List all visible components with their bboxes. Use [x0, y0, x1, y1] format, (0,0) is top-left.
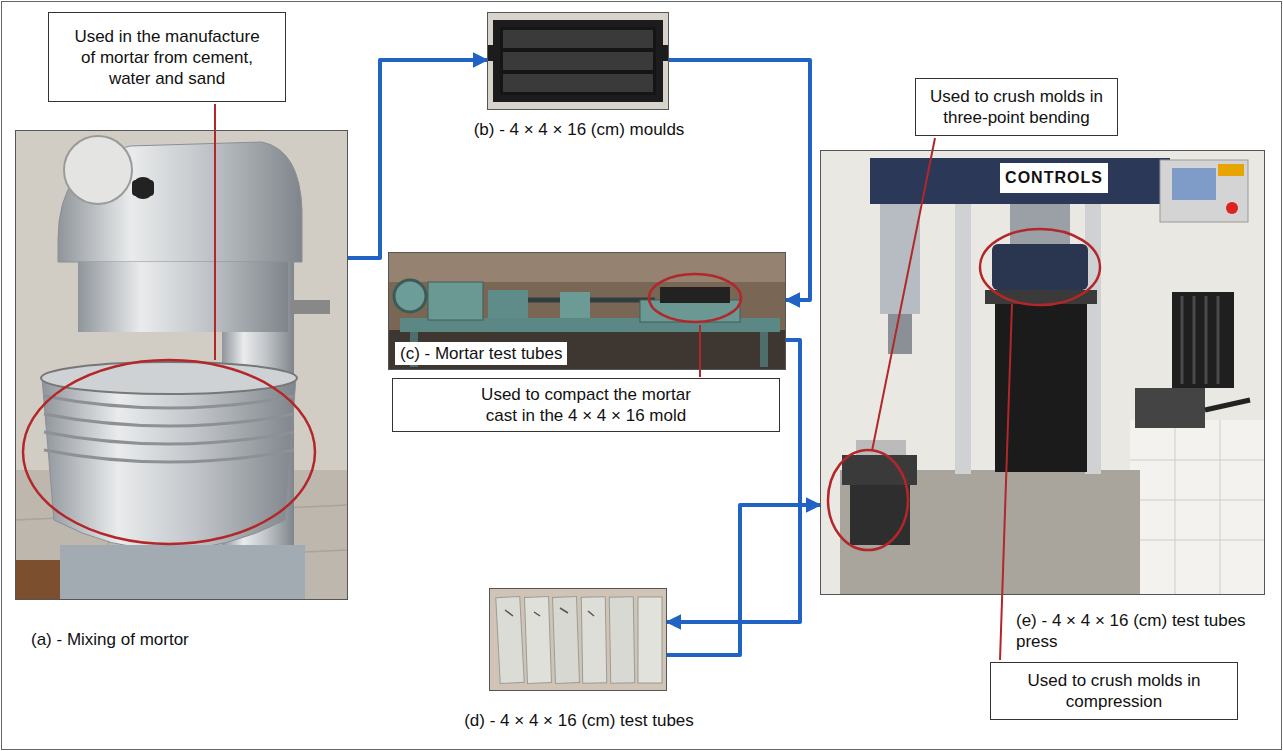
- callout-box: Used in the manufacture of mortar from c…: [48, 12, 286, 102]
- press-photo-part: [1205, 400, 1250, 410]
- press-photo-part: [850, 485, 910, 545]
- press-photo-part: [1130, 420, 1265, 595]
- test-specimens-photo-part: [525, 597, 552, 684]
- mixer-photo-part-part: [44, 396, 294, 408]
- press-photo-part: [1010, 204, 1070, 244]
- highlight-ellipse: [23, 360, 315, 544]
- press-photo: [820, 150, 1265, 595]
- press-photo-part: [955, 204, 971, 474]
- mould-photo-part: [487, 12, 669, 110]
- press-photo-part: [1172, 168, 1216, 200]
- photo-panel: (c) - Mortar test tubes: [388, 252, 786, 370]
- press-photo-part: [840, 470, 1140, 595]
- highlight-ellipse: [828, 450, 908, 550]
- mixer-photo-part: [44, 396, 294, 462]
- flow-arrow: [348, 60, 487, 258]
- press-photo-part: [1172, 292, 1234, 388]
- mixer-photo-part: [15, 130, 348, 600]
- compaction-machine-photo-part: [428, 282, 483, 320]
- mixer-photo-part-part: [44, 450, 294, 462]
- compaction-machine-photo-part: [388, 330, 786, 370]
- callout-box: Used to crush molds in compression: [990, 662, 1238, 720]
- leader-line: [1000, 304, 1012, 660]
- leader-line: [872, 138, 935, 451]
- photo-panel: (d) - 4 × 4 × 16 (cm) test tubes: [489, 588, 667, 691]
- compaction-machine-photo-part: [760, 332, 768, 367]
- compaction-machine-photo-part: [388, 252, 786, 282]
- press-photo-part: [1226, 202, 1238, 214]
- photo-caption: (e) - 4 × 4 × 16 (cm) test tubes press: [1016, 610, 1266, 652]
- photo-panel: (b) - 4 × 4 × 16 (cm) moulds: [487, 12, 669, 110]
- photo-caption: (b) - 4 × 4 × 16 (cm) moulds: [474, 119, 685, 140]
- test-specimens-photo-part: [496, 596, 524, 683]
- press-photo-part: [870, 158, 1170, 204]
- callout-text: Used to crush molds in compression: [1001, 670, 1227, 712]
- mould-photo-part: [503, 30, 653, 48]
- photo-caption: (a) - Mixing of mortor: [31, 629, 189, 650]
- mould-photo-part: [503, 52, 653, 70]
- press-photo-part: [820, 150, 1265, 595]
- callout-text: Used in the manufacture of mortar from c…: [71, 26, 263, 89]
- photo-caption: (c) - Mortar test tubes: [395, 342, 567, 365]
- callout-box: Used to compact the mortar cast in the 4…: [392, 378, 780, 432]
- test-specimens-photo-part: [581, 597, 606, 683]
- highlight-ellipse: [649, 274, 741, 322]
- mould-photo-part: [487, 45, 495, 61]
- test-specimens-photo-part: [553, 597, 580, 684]
- compaction-machine-photo-part: [388, 252, 786, 370]
- leader-line: [214, 104, 216, 360]
- mixer-photo: [15, 130, 348, 600]
- photo-caption: (d) - 4 × 4 × 16 (cm) test tubes: [464, 710, 694, 731]
- press-photo-part: [1182, 296, 1218, 384]
- mould-photo: [487, 12, 669, 110]
- mixer-photo-part-part: [44, 414, 294, 426]
- test-specimens-photo-part: [505, 608, 594, 616]
- mould-photo-part: [493, 20, 663, 102]
- mixer-photo-part: [64, 136, 132, 204]
- press-photo-part: [1130, 420, 1265, 595]
- mould-photo-part: [500, 27, 656, 95]
- compaction-machine-photo-part: [488, 290, 528, 318]
- photo-panel: (e) - 4 × 4 × 16 (cm) test tubes press: [820, 150, 1265, 595]
- compaction-machine-photo: [388, 252, 786, 370]
- compaction-machine-photo-part: [560, 292, 590, 318]
- callout-box: Used to crush molds in three-point bendi…: [915, 78, 1118, 136]
- press-photo-part: [880, 204, 920, 314]
- test-specimens-photo-part: [638, 597, 662, 683]
- flow-arrow: [669, 60, 810, 300]
- press-photo-part: [888, 314, 912, 354]
- mixer-photo-part: [290, 300, 330, 314]
- press-photo-part: [1160, 160, 1248, 222]
- press-photo-part: [992, 244, 1088, 290]
- mixer-photo-part: [60, 545, 305, 600]
- mixer-photo-part-part: [44, 432, 294, 444]
- mixer-photo-part: [78, 262, 288, 332]
- photo-panel: (a) - Mixing of mortor: [15, 130, 348, 600]
- flow-arrow: [667, 505, 820, 655]
- test-specimens-photo: [489, 588, 667, 691]
- compaction-machine-photo-part: [394, 280, 426, 312]
- highlight-ellipse: [980, 229, 1100, 305]
- brand-label: CONTROLS: [1000, 163, 1108, 193]
- mould-photo-part: [661, 45, 669, 61]
- press-photo-part: [1218, 164, 1244, 176]
- compaction-machine-photo-part: [528, 298, 655, 303]
- press-photo-part: [1000, 163, 1108, 193]
- callout-text: Used to compact the mortar cast in the 4…: [472, 384, 700, 426]
- test-specimens-photo-part: [489, 588, 667, 691]
- compaction-machine-photo-part: [660, 287, 730, 303]
- press-photo-part: [1135, 388, 1205, 428]
- test-specimens-photo-part: [609, 597, 634, 683]
- callout-text: Used to crush molds in three-point bendi…: [926, 86, 1107, 128]
- mould-photo-part: [503, 74, 653, 92]
- mixer-photo-part: [132, 177, 154, 199]
